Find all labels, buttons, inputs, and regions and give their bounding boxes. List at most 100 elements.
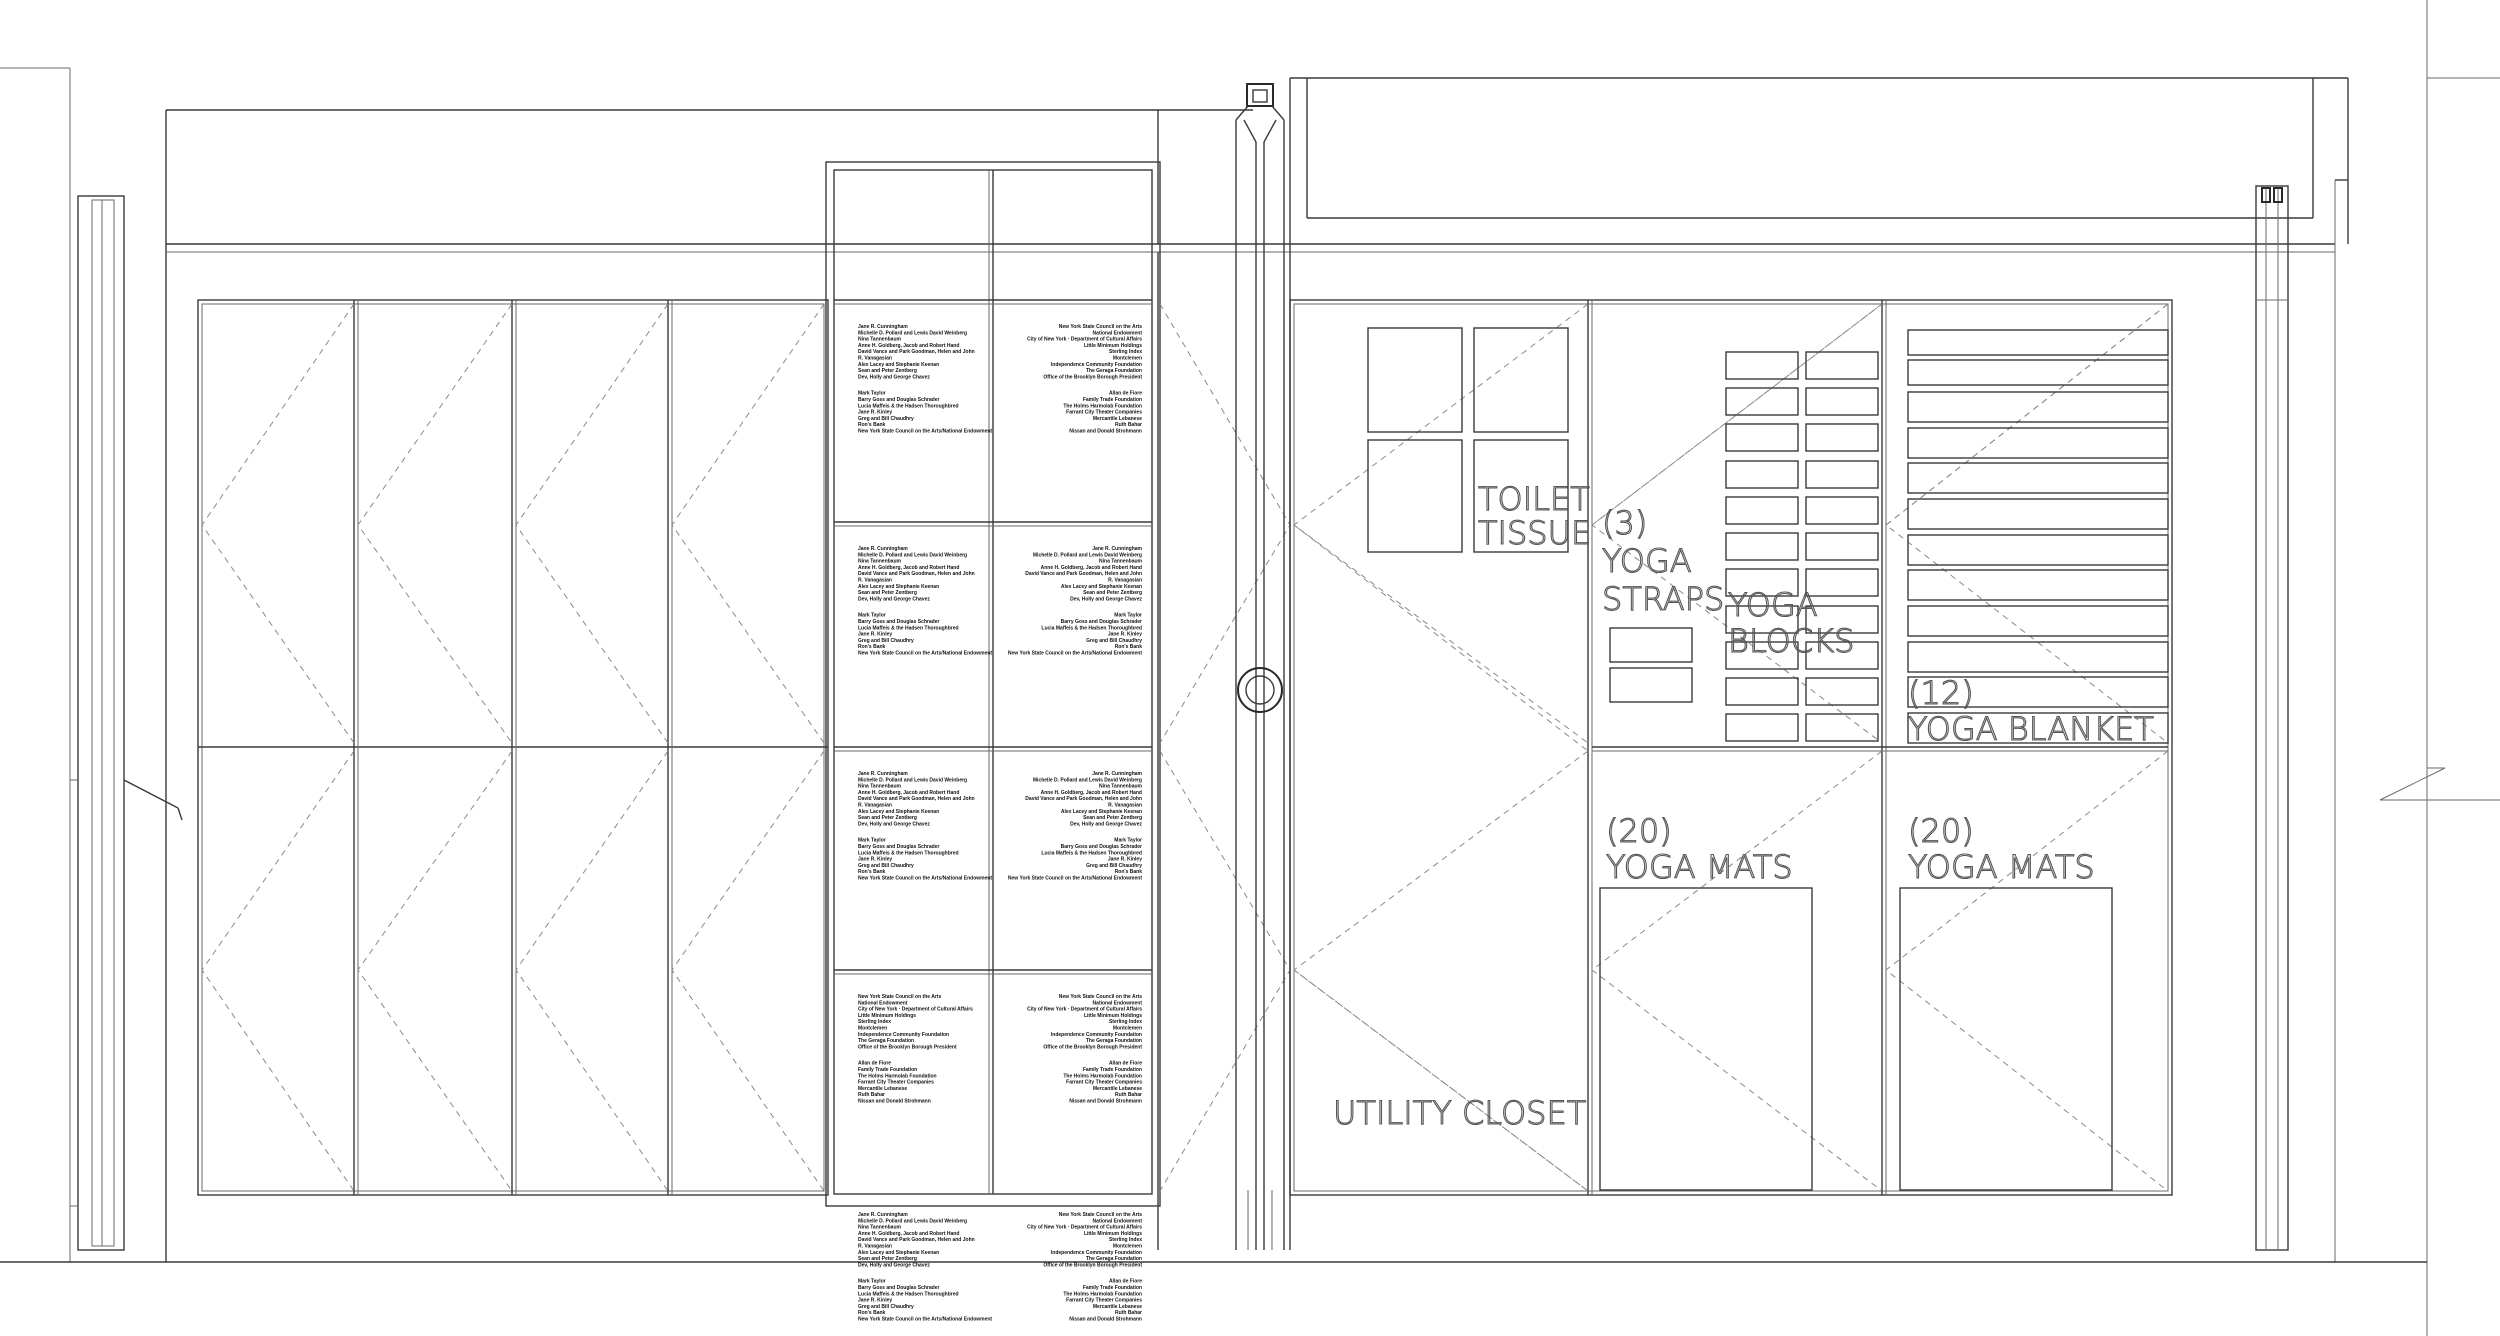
donor-name-line: Little Minimum Holdings (1084, 1231, 1142, 1237)
donor-name-line: Dev, Holly and George Chavez (858, 374, 930, 380)
donor-name-line: Alex Lacey and Stephanie Keenan (858, 809, 939, 815)
donor-name-line: Allan de Fiore (1109, 1279, 1142, 1285)
donor-name-line: David Vance and Park Goodman, Helen and … (858, 796, 975, 802)
donor-name-line: Barry Goss and Douglas Schrader (1061, 619, 1142, 625)
donor-name-line: Greg and Bill Chaudhry (1086, 863, 1142, 869)
donor-name-line: Independence Community Foundation (1051, 1032, 1142, 1038)
donor-name-line: R. Vanagasian (858, 803, 892, 809)
donor-name-line: Michelle D. Pollard and Lewis David Wein… (858, 1218, 967, 1224)
donor-name-line: Montclemen (1113, 1026, 1142, 1032)
donor-name-line: Little Minimum Holdings (858, 1013, 916, 1019)
donor-name-line: David Vance and Park Goodman, Helen and … (858, 571, 975, 577)
donor-name-line: City of New York · Department of Cultura… (1027, 1225, 1142, 1231)
donor-name-line: National Endowment (1093, 330, 1143, 336)
donor-name-line: Dev, Holly and George Chavez (1070, 821, 1142, 827)
donor-name-line: Alex Lacey and Stephanie Keenan (858, 1250, 939, 1256)
donor-name-line: Family Trade Foundation (858, 1067, 917, 1073)
donor-name-line: Montclemen (858, 1026, 887, 1032)
donor-name-line: Greg and Bill Chaudhry (858, 416, 914, 422)
donor-name-line: Anne H. Goldberg, Jacob and Robert Hand (858, 1231, 959, 1237)
donor-name-line: Sterling Index (1109, 349, 1142, 355)
donor-name-line: Michelle D. Pollard and Lewis David Wein… (858, 330, 967, 336)
donor-name-line: Alex Lacey and Stephanie Keenan (1061, 584, 1142, 590)
donor-name-line: Dev, Holly and George Chavez (1070, 596, 1142, 602)
door-jamb (70, 195, 183, 1251)
donor-name-line: Jane R. Cunningham (858, 324, 908, 330)
donor-name-line: City of New York · Department of Cultura… (1027, 337, 1142, 343)
yoga-mats-left-count: (20) (1606, 812, 1672, 850)
folding-wall-panels (197, 299, 829, 1196)
donor-name-line: New York State Council on the Arts/Natio… (858, 651, 992, 657)
donor-name-line: Jane R. Cunningham (1092, 546, 1142, 552)
donor-name-line: Nissan and Donald Strohmann (1069, 1099, 1142, 1105)
donor-name-line: Alex Lacey and Stephanie Keenan (1061, 809, 1142, 815)
donor-name-line: The Geraga Foundation (858, 1038, 914, 1044)
donor-name-line: Michelle D. Pollard and Lewis David Wein… (1033, 777, 1142, 783)
donor-name-line: Ron's Bank (1115, 644, 1143, 650)
donor-name-line: Office of the Brooklyn Borough President (1043, 1044, 1142, 1050)
donor-name-line: Lucia Maffeis & the Hadsen Thoroughbred (858, 850, 959, 856)
yoga-mats-right-label: (20) YOGA MATS (1908, 812, 2095, 886)
donor-name-line: Sean and Peter Zentberg (858, 590, 917, 596)
yoga-straps-count: (3) (1602, 504, 1647, 542)
donor-name-line: Mark Taylor (858, 613, 886, 619)
donor-name-line: Jane R. Kinley (1108, 632, 1142, 638)
closet-labels: TOILET TISSUE (3) YOGA STRAPS YOGA BLOCK… (1332, 479, 2154, 1132)
donor-name-line: Family Trade Foundation (1083, 1067, 1142, 1073)
donor-name-line: Independence Community Foundation (1051, 1250, 1142, 1256)
donor-name-line: David Vance and Park Goodman, Helen and … (1025, 796, 1142, 802)
donor-name-line: Anne H. Goldberg, Jacob and Robert Hand (1041, 790, 1142, 796)
donor-name-line: David Vance and Park Goodman, Helen and … (858, 349, 975, 355)
donor-name-line: Nina Tannenbaum (1099, 559, 1143, 565)
donor-name-line: Mark Taylor (1114, 838, 1142, 844)
pipe-track (1235, 83, 1285, 1250)
yoga-blocks-stack (1725, 351, 1879, 742)
donor-name-line: Mercantile Lebanese (1093, 416, 1142, 422)
yoga-blanket-count: (12) (1908, 674, 1974, 712)
donor-name-line: David Vance and Park Goodman, Helen and … (1025, 571, 1142, 577)
donor-name-line: New York State Council on the Arts/Natio… (858, 1317, 992, 1323)
donor-name-line: Independence Community Foundation (1051, 362, 1142, 368)
donor-name-line: Farrant City Theater Companies (1066, 410, 1142, 416)
donor-name-line: Mark Taylor (858, 838, 886, 844)
donor-name-line: Nina Tannenbaum (858, 1225, 902, 1231)
yoga-mats-right-line: YOGA MATS (1908, 848, 2095, 886)
donor-name-line: Nissan and Donald Strohmann (858, 1099, 931, 1105)
right-jamb (2255, 185, 2289, 1251)
donor-name-line: The Holms Harmolab Foundation (858, 1073, 937, 1079)
donor-name-line: Ron's Bank (858, 422, 886, 428)
donor-name-line: Anne H. Goldberg, Jacob and Robert Hand (858, 790, 959, 796)
yoga-blocks-line-1: YOGA (1728, 586, 1818, 624)
donor-name-line: Allan de Fiore (1109, 1061, 1142, 1067)
donor-name-line: New York State Council on the Arts (858, 994, 941, 1000)
donor-name-line: Office of the Brooklyn Borough President (858, 1044, 957, 1050)
donor-name-line: Greg and Bill Chaudhry (1086, 638, 1142, 644)
donor-name-line: New York State Council on the Arts (1059, 1212, 1142, 1218)
donor-name-line: Michelle D. Pollard and Lewis David Wein… (1033, 552, 1142, 558)
donor-name-line: The Holms Harmolab Foundation (1063, 403, 1142, 409)
donor-name-line: Ron's Bank (858, 1310, 886, 1316)
utility-closet-label: UTILITY CLOSET (1333, 1094, 1586, 1132)
donor-name-line: Nina Tannenbaum (858, 337, 902, 343)
donor-name-line: Office of the Brooklyn Borough President (1043, 1262, 1142, 1268)
toilet-tissue-line-1: TOILET (1478, 480, 1590, 518)
donor-name-line: Ron's Bank (1115, 869, 1143, 875)
donor-name-line: Independence Community Foundation (858, 1032, 949, 1038)
donor-name-line: The Geraga Foundation (1086, 368, 1142, 374)
donor-name-line: Greg and Bill Chaudhry (858, 1304, 914, 1310)
donor-name-line: R. Vanagasian (858, 1244, 892, 1250)
donor-name-line: R. Vanagasian (1108, 803, 1142, 809)
yoga-mats-left-line: YOGA MATS (1606, 848, 1793, 886)
donor-name-line: Mark Taylor (858, 391, 886, 397)
donor-name-line: Greg and Bill Chaudhry (858, 863, 914, 869)
yoga-straps-label: (3) YOGA STRAPS (1602, 504, 1724, 618)
donor-name-line: Anne H. Goldberg, Jacob and Robert Hand (858, 565, 959, 571)
donor-name-line: New York State Council on the Arts (1059, 994, 1142, 1000)
yoga-mats-right-count: (20) (1908, 812, 1974, 850)
donor-name-line: Jane R. Cunningham (858, 546, 908, 552)
donor-name-line: Nissan and Donald Strohmann (1069, 1317, 1142, 1323)
donor-name-line: The Geraga Foundation (1086, 1038, 1142, 1044)
donor-name-line: Allan de Fiore (1109, 391, 1142, 397)
